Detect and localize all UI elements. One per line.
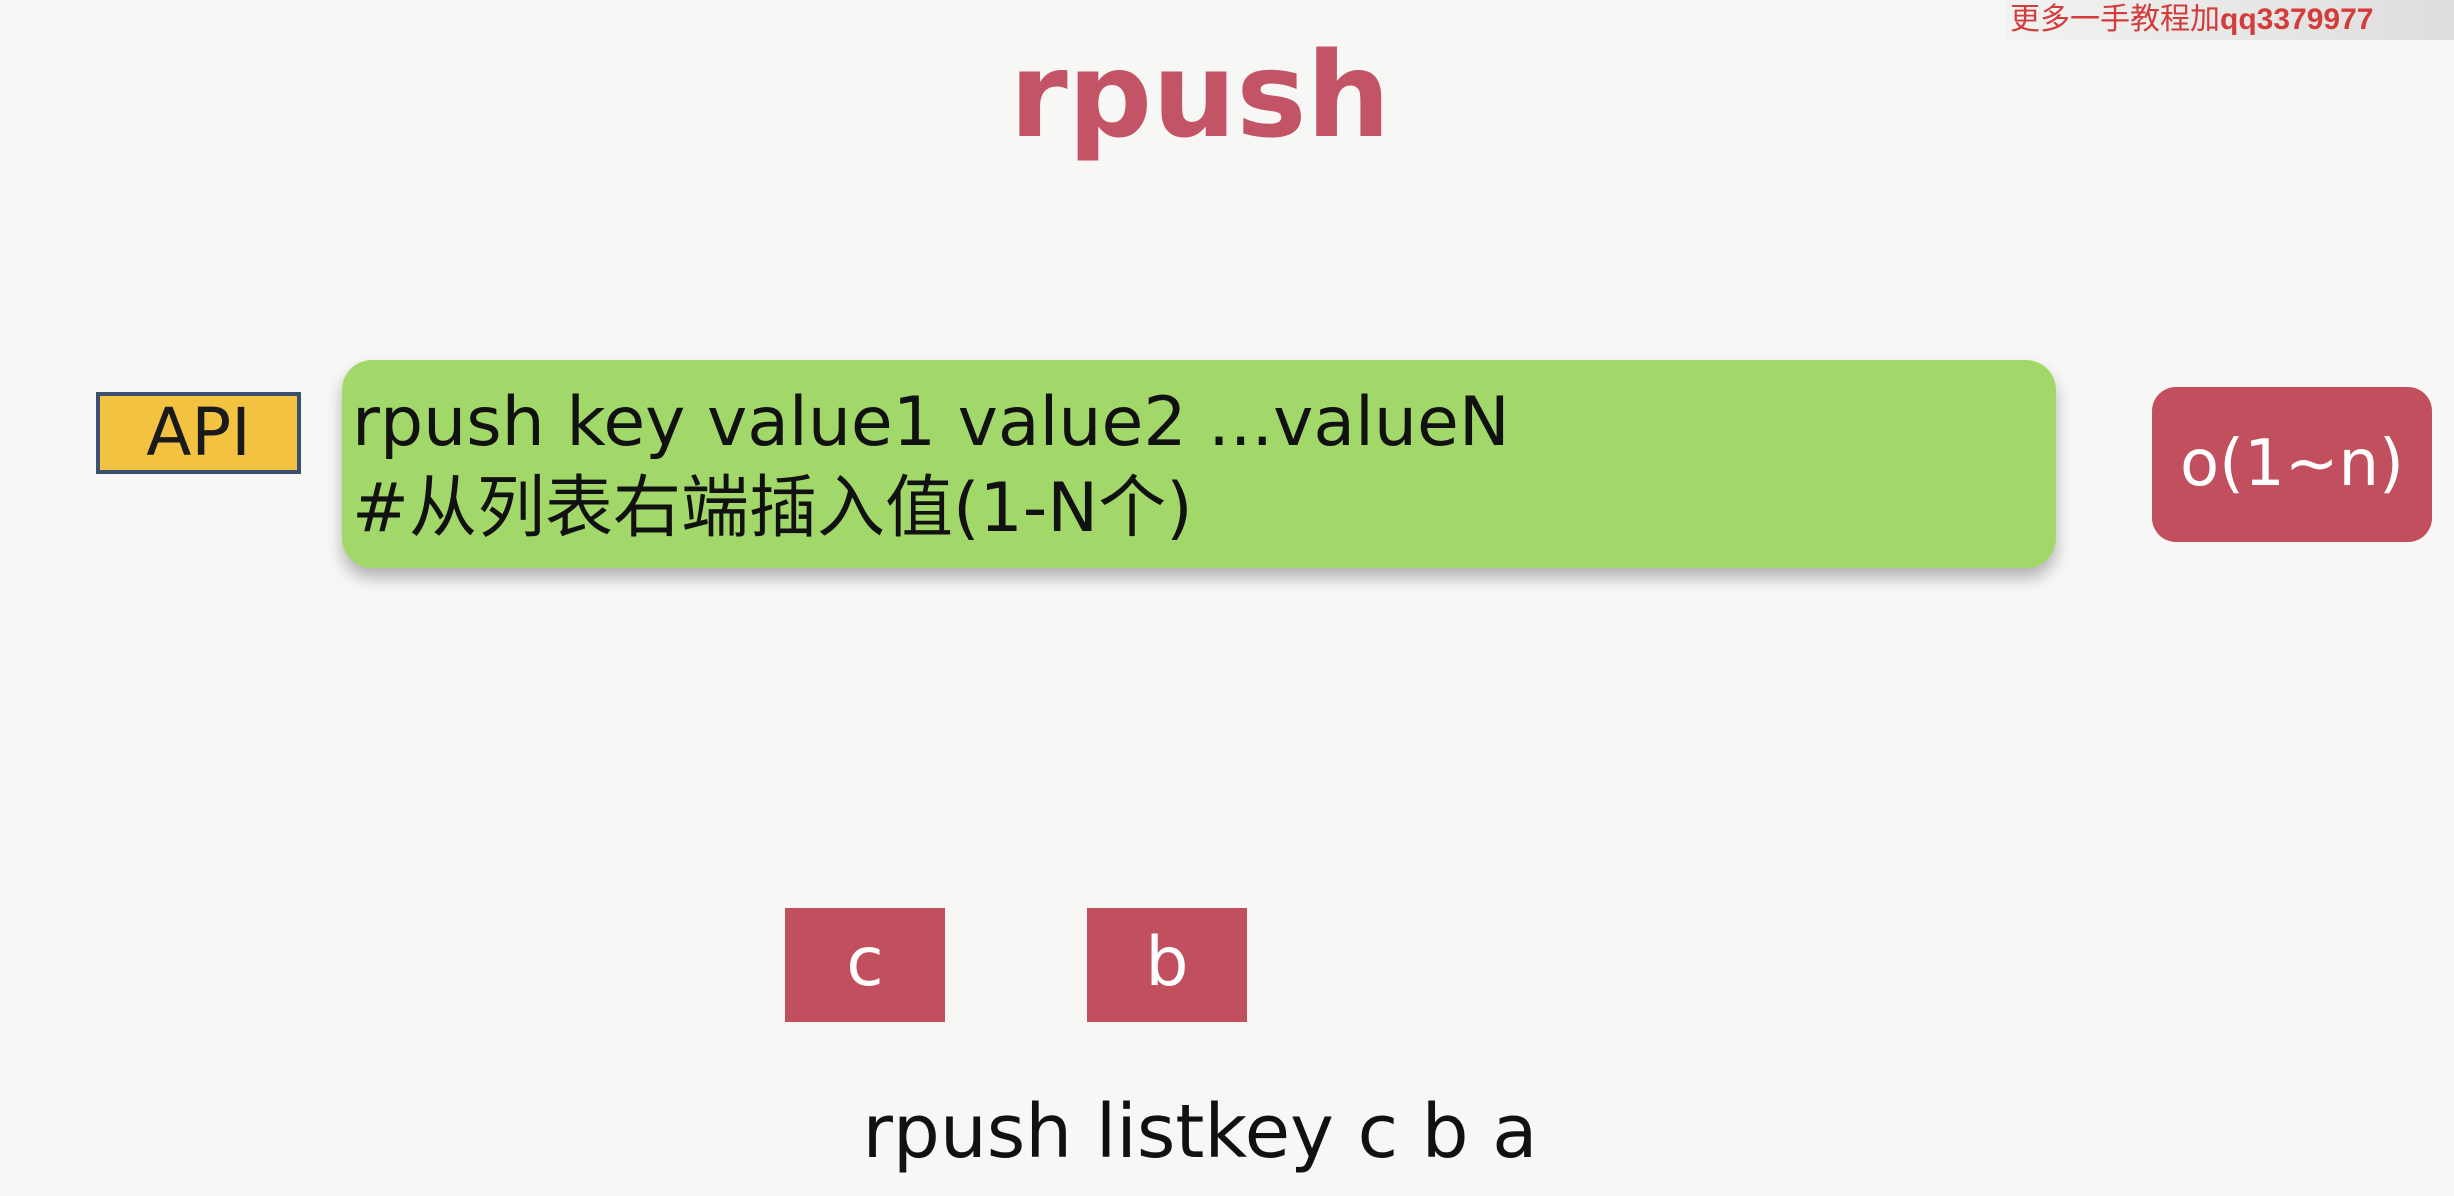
api-label: API — [96, 392, 301, 474]
api-description: #从列表右端插入值(1-N个) — [352, 469, 1193, 548]
complexity-badge: o(1~n) — [2152, 387, 2432, 542]
watermark-qq: qq3379977 — [2220, 3, 2374, 36]
example-command: rpush listkey c b a — [862, 1089, 1538, 1175]
slide-title: rpush — [1009, 26, 1391, 164]
list-item-c: c — [785, 908, 945, 1022]
api-syntax: rpush key value1 value2 ...valueN — [352, 383, 1510, 462]
api-syntax-box: rpush key value1 value2 ...valueN #从列表右端… — [342, 360, 2056, 568]
watermark-text: 更多一手教程加 — [2010, 2, 2220, 37]
list-item-b: b — [1087, 908, 1247, 1022]
watermark: 更多一手教程加qq3379977 — [2006, 0, 2454, 40]
